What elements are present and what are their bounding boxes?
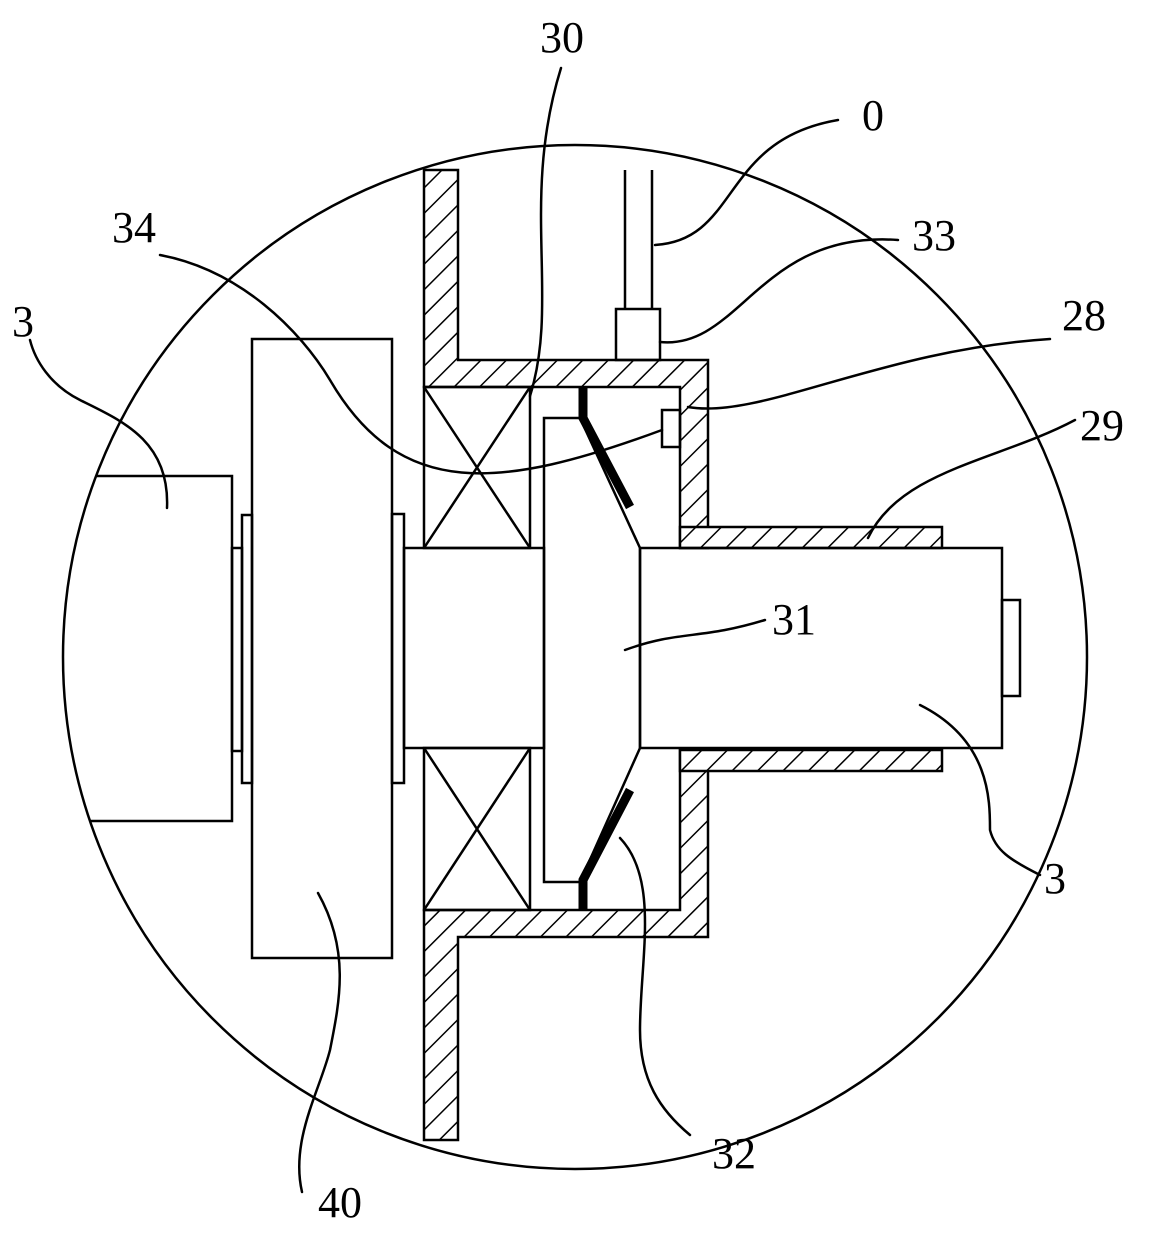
shaft-end-cap [1000,598,1022,698]
label-0: 0 [862,91,884,140]
coupling-rim-left [240,513,254,785]
detail-circle [61,143,1089,1171]
housing-wall-upper [422,168,710,550]
blade-lower [578,787,634,910]
bearing-lower [422,746,532,912]
label-29: 29 [1080,401,1124,450]
label-3-right: 3 [1044,854,1066,903]
shaft [402,546,546,750]
label-3-left: 3 [12,297,34,346]
label-31: 31 [772,595,816,644]
coupling-rim-right [390,512,406,785]
outlet-pipe-wall-bottom [678,748,944,773]
label-28: 28 [1062,291,1106,340]
output-shaft [638,546,1004,750]
label-33: 33 [912,211,956,260]
outlet-pipe-wall-top [678,525,944,550]
sensor [660,408,682,449]
coupling-plate-left [230,546,244,753]
label-34: 34 [112,203,156,252]
label-32: 32 [712,1129,756,1178]
label-30: 30 [540,13,584,62]
label-40: 40 [318,1178,362,1227]
valve-33 [614,307,662,362]
blade-upper [578,388,634,510]
motor-block [63,474,234,823]
housing-wall-lower [422,748,710,1142]
